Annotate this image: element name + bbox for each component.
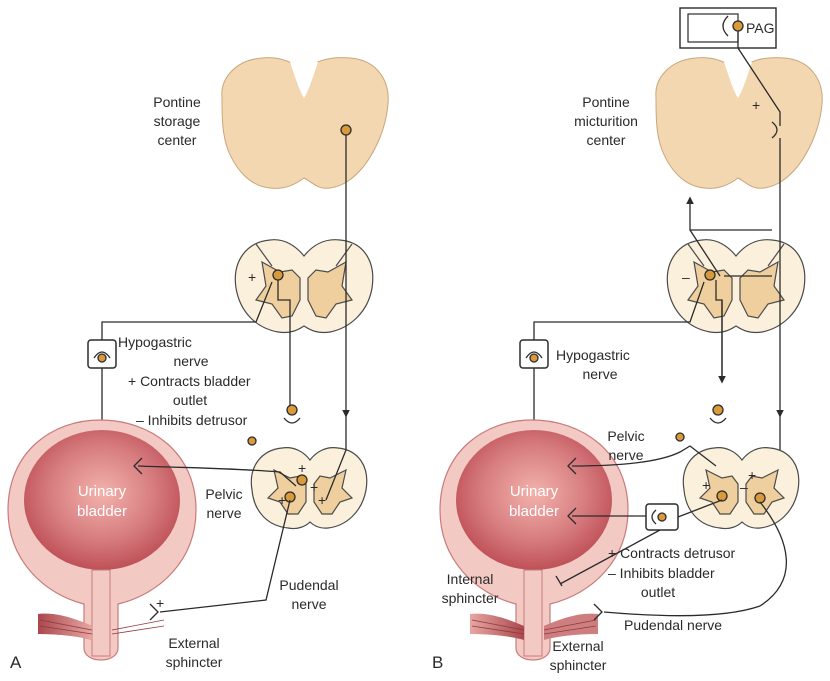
neuron-icon (713, 405, 723, 415)
neuron-icon (733, 21, 743, 31)
neuron-icon (273, 270, 283, 280)
pelvic-label-b-1: Pelvic (607, 428, 644, 444)
neuron-icon (297, 475, 307, 485)
external-sphincter-label-2: sphincter (166, 654, 223, 670)
hypogastric-effect-2: outlet (173, 392, 207, 408)
hypogastric-effect-1: + Contracts bladder (128, 373, 251, 389)
urinary-bladder-b (440, 420, 628, 660)
synapse-icon (710, 418, 726, 423)
pontine-micturition-label-2: micturition (574, 113, 638, 129)
panel-b: PAG + Pontine micturition center – (432, 8, 822, 673)
pudendal-label-b: Pudendal nerve (624, 617, 722, 633)
sign-plus: + (248, 269, 256, 285)
sign-plus: + (752, 97, 760, 113)
bladder-label-2: bladder (77, 503, 127, 520)
external-sphincter-label-b-2: sphincter (550, 657, 607, 673)
pontine-micturition-label-1: Pontine (582, 94, 630, 110)
pelvic-effect-3: outlet (641, 584, 675, 600)
pelvic-effect-2: – Inhibits bladder (608, 565, 715, 581)
pelvic-label-1: Pelvic (205, 486, 242, 502)
neuron-icon (717, 491, 727, 501)
sign-plus: + (298, 460, 306, 476)
pudendal-label-1: Pudendal (279, 577, 338, 593)
neuron-icon (676, 433, 684, 441)
pontine-storage-label-3: center (158, 132, 197, 148)
neuron-icon (705, 270, 715, 280)
hypogastric-label-2: nerve (173, 353, 208, 369)
bladder-label-b-2: bladder (509, 503, 559, 520)
pelvic-label-2: nerve (206, 505, 241, 521)
pudendal-label-2: nerve (291, 596, 326, 612)
pelvic-label-b-2: nerve (608, 447, 643, 463)
internal-sphincter-label-2: sphincter (442, 590, 499, 606)
sign-plus: + (702, 477, 710, 493)
sign-plus: + (748, 467, 756, 483)
pontine-storage-label-2: storage (154, 113, 201, 129)
sign-plus: + (318, 492, 326, 508)
pag-label: PAG (746, 20, 775, 36)
hypogastric-label-1: Hypogastric (118, 334, 192, 350)
pontine-storage-label-1: Pontine (153, 94, 201, 110)
internal-sphincter-label-1: Internal (447, 571, 494, 587)
sign-plus: + (310, 479, 318, 495)
external-sphincter-label-1: External (168, 635, 219, 651)
synapse-icon (723, 16, 728, 36)
sign-plus: + (278, 492, 286, 508)
hypogastric-label-b-2: nerve (582, 366, 617, 382)
neuron-icon (248, 437, 256, 445)
pelvic-effect-1: + Contracts detrusor (608, 545, 736, 561)
upper-spinal-cord-section (235, 240, 372, 333)
external-sphincter-label-b-1: External (552, 638, 603, 654)
pontine-micturition-label-3: center (587, 132, 626, 148)
panel-letter-b: B (432, 653, 443, 672)
panel-letter-a: A (10, 653, 22, 672)
hypogastric-effect-3: – Inhibits detrusor (136, 412, 248, 428)
sign-minus: – (740, 479, 748, 495)
neuron-icon (287, 405, 297, 415)
hypogastric-label-b-1: Hypogastric (556, 347, 630, 363)
panel-a: Pontine storage center + + + + + (8, 58, 388, 672)
bladder-label-1: Urinary (78, 483, 127, 500)
neuron-icon (755, 493, 765, 503)
sign-plus: + (156, 595, 164, 611)
upper-spinal-cord-section-b (667, 240, 804, 333)
bladder-label-b-1: Urinary (510, 483, 559, 500)
sign-minus: – (682, 269, 690, 285)
neuron-icon (341, 125, 351, 135)
urinary-bladder-a (8, 420, 196, 660)
synapse-icon (284, 418, 300, 423)
